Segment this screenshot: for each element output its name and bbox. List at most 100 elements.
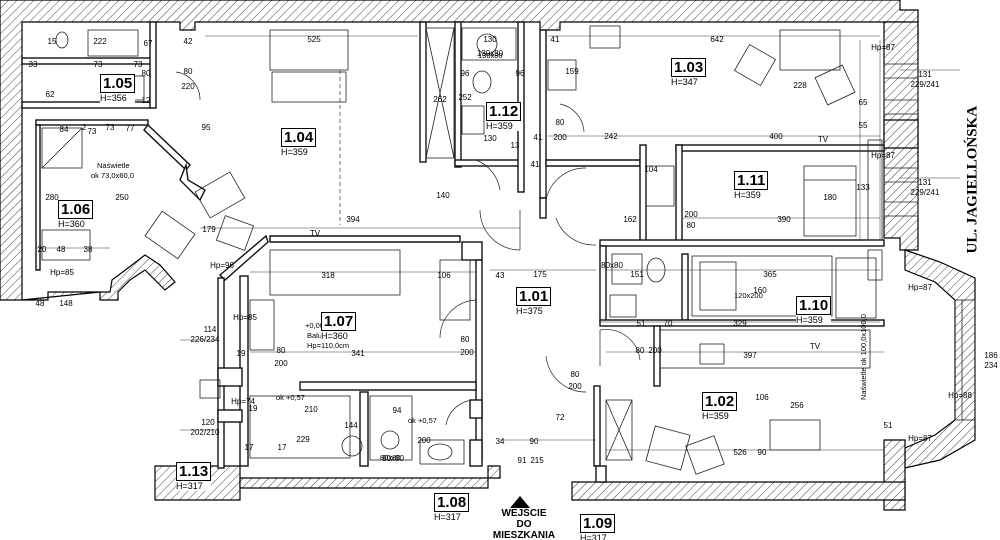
dimension-label: 642 xyxy=(710,35,724,44)
dimension-label: 41 xyxy=(531,160,540,169)
dimension-label: 229 xyxy=(296,435,310,444)
dimension-label: Hp=85 xyxy=(233,313,257,322)
room-number: 1.05 xyxy=(100,74,136,93)
dimension-label: 400 xyxy=(769,132,783,141)
dimension-label: 226/234 xyxy=(191,335,220,344)
dimension-label: 73 xyxy=(88,127,97,136)
dimension-lines xyxy=(36,35,960,451)
entrance-line-2: DO xyxy=(516,519,532,530)
dimension-label: 220 xyxy=(181,82,195,91)
bed-size: 120x200 xyxy=(734,291,763,300)
dimension-label: 329 xyxy=(733,319,747,328)
dimension-label: 242 xyxy=(604,132,618,141)
dimension-label: 106 xyxy=(755,393,769,402)
dimension-label: 80x80 xyxy=(382,454,404,463)
dimension-label: TV xyxy=(310,229,321,238)
dimension-label: 80 xyxy=(277,346,286,355)
dimension-label: 90 xyxy=(530,437,539,446)
dimension-label: 43 xyxy=(496,271,505,280)
room-height: H=375 xyxy=(516,306,543,316)
dimension-label: 394 xyxy=(346,215,360,224)
dimension-label: Hp=88 xyxy=(948,391,972,400)
dimension-label: 252 xyxy=(458,93,472,102)
room-number: 1.10 xyxy=(796,296,832,315)
dimension-label: 200 xyxy=(417,436,431,445)
dimension-label: 38 xyxy=(84,245,93,254)
room-number: 1.13 xyxy=(176,462,212,481)
shower-size-2: 80x80 xyxy=(380,453,400,462)
dimension-label: 144 xyxy=(344,421,358,430)
dimension-label: 200 xyxy=(460,348,474,357)
dimension-label: 94 xyxy=(393,406,402,415)
doors xyxy=(175,71,641,426)
dimension-label: 131 xyxy=(918,70,932,79)
dimension-label: 2 xyxy=(82,123,87,132)
room-height: H=359 xyxy=(796,315,823,325)
dimension-label: 12 xyxy=(142,96,151,105)
dimension-label: 90 xyxy=(758,448,767,457)
dimension-label: 200 xyxy=(648,346,662,355)
skylight-note-right: Naświetle ok 100,0x100,0 xyxy=(859,314,868,400)
level-057-a: ok +0,57 xyxy=(276,393,305,402)
dimension-label: 148 xyxy=(59,299,73,308)
dimension-label: 84 xyxy=(60,125,69,134)
dimension-label: 234 xyxy=(984,361,998,370)
room-height: H=356 xyxy=(100,93,127,103)
dimension-label: 397 xyxy=(743,351,757,360)
entrance-label: WEJŚCIE DO MIESZKANIA xyxy=(484,508,564,540)
room-number: 1.09 xyxy=(580,514,616,533)
dimension-label: 262 xyxy=(433,95,447,104)
shower-size-1: 130x80 xyxy=(478,51,503,60)
dimension-label: 200 xyxy=(568,382,582,391)
dimension-label: 15 xyxy=(48,37,57,46)
dimension-label: 41 xyxy=(551,35,560,44)
dimension-label: 48 xyxy=(57,245,66,254)
dimension-label: 140 xyxy=(436,191,450,200)
dimension-label: 162 xyxy=(623,215,637,224)
exterior-walls xyxy=(0,0,976,511)
dimension-label: 250 xyxy=(115,193,129,202)
dimension-label: 280 xyxy=(45,193,59,202)
entrance-line-3: MIESZKANIA xyxy=(492,530,556,540)
dimension-label: 95 xyxy=(202,123,211,132)
room-height: H=347 xyxy=(671,77,698,87)
dimension-label: Hp=87 xyxy=(908,283,932,292)
dimension-label: 48 xyxy=(36,299,45,308)
dimension-label: 104 xyxy=(644,165,658,174)
dimension-label: 70 xyxy=(664,319,673,328)
dimension-label: 96 xyxy=(461,69,470,78)
dimension-label: 341 xyxy=(351,349,365,358)
dimension-label: 106 xyxy=(437,271,451,280)
dimension-label: 17 xyxy=(245,443,254,452)
furniture xyxy=(41,25,883,475)
dimension-label: Hp=74 xyxy=(231,397,255,406)
dimension-label: 80x80 xyxy=(601,261,623,270)
dimension-label: 210 xyxy=(304,405,318,414)
dimension-label: 160 xyxy=(753,286,767,295)
dimension-label: 525 xyxy=(307,35,321,44)
dimension-label: 130 xyxy=(483,134,497,143)
dimension-label: 19 xyxy=(237,349,246,358)
dimension-label: 229/241 xyxy=(911,80,940,89)
room-height: H=360 xyxy=(321,331,348,341)
dimension-label: 229/241 xyxy=(911,188,940,197)
room-number: 1.12 xyxy=(486,102,522,121)
dimension-label: Hp=96 xyxy=(210,261,234,270)
dimension-label: 186 xyxy=(984,351,998,360)
dimension-label: 80 xyxy=(184,67,193,76)
dimension-label: 13 xyxy=(511,141,520,150)
dimension-label: 120 xyxy=(201,418,215,427)
room-height: H=359 xyxy=(734,190,761,200)
dimension-label: 19 xyxy=(249,404,258,413)
dimension-label: 200 xyxy=(553,133,567,142)
room-number: 1.02 xyxy=(702,392,738,411)
dimension-label: 41 xyxy=(534,133,543,142)
dimension-label: 65 xyxy=(859,98,868,107)
dimension-label: 131 xyxy=(918,178,932,187)
